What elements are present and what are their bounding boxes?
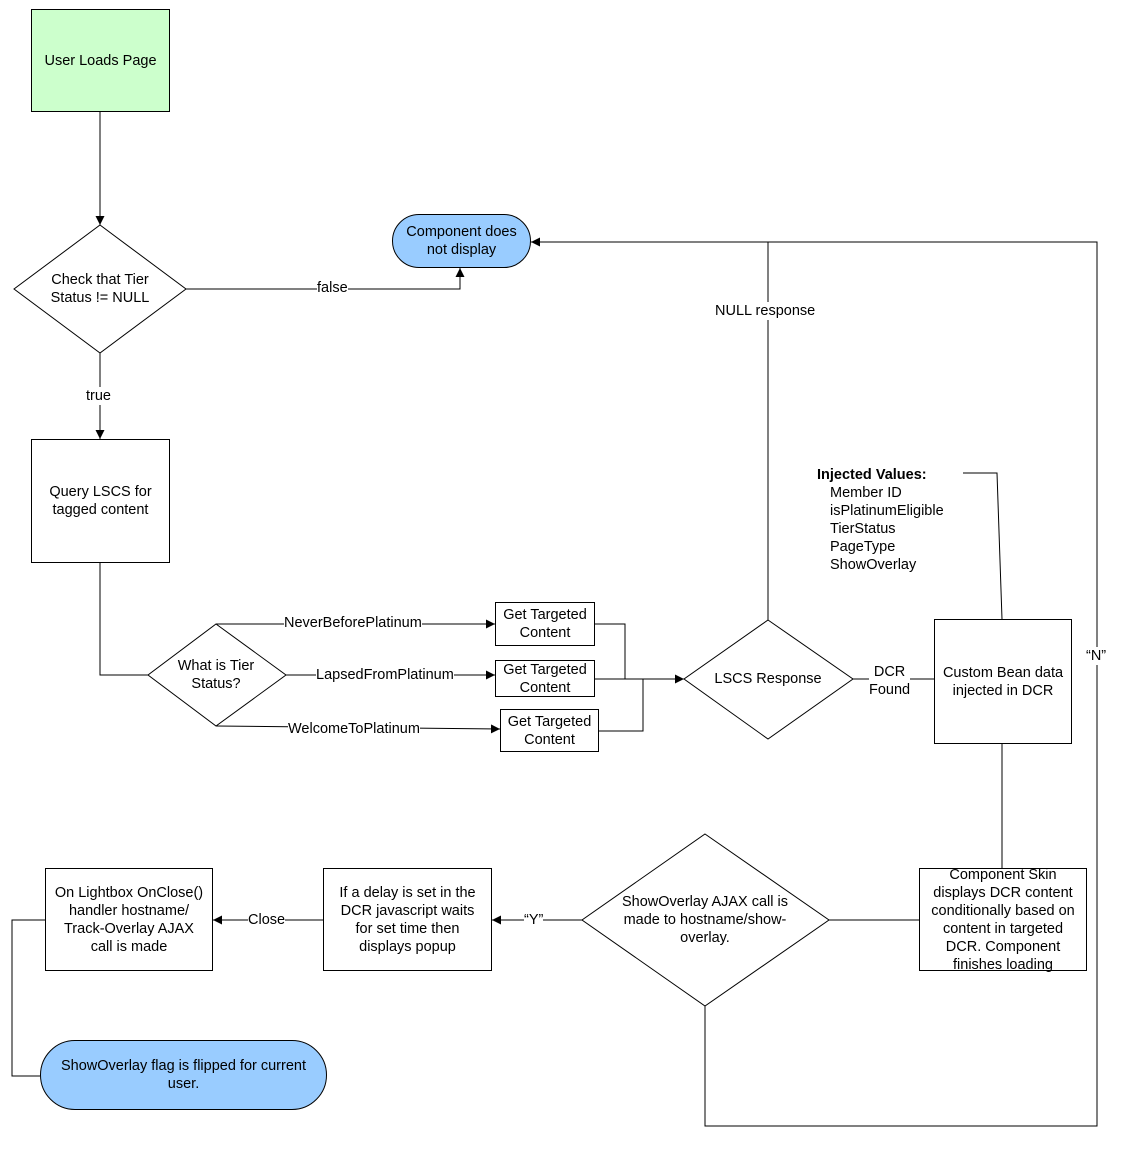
user-loads-page-label: User Loads Page — [44, 52, 157, 69]
edge-null-response — [531, 237, 769, 620]
query-lscs-label: Query LSCS for tagged content — [49, 484, 152, 518]
query-lscs-box: Query LSCS for tagged content — [31, 439, 170, 563]
edge-label-false: false — [317, 279, 348, 297]
what-is-tier-label: What is Tier Status? — [177, 658, 255, 692]
edge-label-never-before: NeverBeforePlatinum — [284, 614, 422, 632]
component-not-display-terminal: Component does not display — [392, 214, 531, 268]
injected-values-title: Injected Values: — [817, 467, 927, 483]
edge-gt1-join — [595, 623, 626, 679]
edge-label-true: true — [86, 387, 111, 405]
edge-false — [186, 268, 465, 290]
delay-popup-box: If a delay is set in the DCR javascript … — [323, 868, 492, 971]
get-targeted-content-box-1: Get Targeted Content — [495, 602, 595, 646]
injected-value-item: isPlatinumEligible — [830, 503, 944, 519]
edge-gt3-join — [599, 679, 644, 732]
show-overlay-call-node: ShowOverlay AJAX call is made to hostnam… — [612, 892, 798, 948]
edge-query-tier — [99, 563, 148, 676]
edge-label-lapsed-from: LapsedFromPlatinum — [316, 666, 454, 684]
edge-label-null-response: NULL response — [715, 302, 816, 320]
component-not-display-label: Component does not display — [406, 224, 517, 258]
edge-lightbox-flag — [11, 919, 45, 1077]
injected-value-item: TierStatus — [830, 521, 896, 537]
edge-label-dcr-found: DCR Found — [869, 663, 911, 699]
flag-flipped-label: ShowOverlay flag is flipped for current … — [61, 1058, 306, 1092]
injected-value-item: PageType — [830, 539, 896, 555]
injected-value-item: ShowOverlay — [830, 557, 917, 573]
get-targeted-content-label-2: Get Targeted Content — [503, 661, 587, 696]
lscs-response-label: LSCS Response — [714, 671, 822, 687]
lscs-response-node: LSCS Response — [700, 668, 836, 690]
check-tier-label: Check that Tier Status != NULL — [50, 272, 150, 306]
user-loads-page-box: User Loads Page — [31, 9, 170, 112]
what-is-tier-node: What is Tier Status? — [160, 656, 272, 694]
injected-value-item: Member ID — [830, 485, 902, 501]
component-skin-label: Component Skin displays DCR content cond… — [931, 866, 1075, 973]
lightbox-close-label: On Lightbox OnClose() handler hostname/ … — [54, 884, 204, 955]
injected-values-note: Injected Values: Member ID isPlatinumEli… — [817, 466, 944, 574]
component-skin-box: Component Skin displays DCR content cond… — [919, 866, 1087, 973]
get-targeted-content-box-2: Get Targeted Content — [495, 660, 595, 697]
edge-label-close: Close — [248, 911, 286, 929]
get-targeted-content-label-3: Get Targeted Content — [507, 713, 592, 748]
custom-bean-box: Custom Bean data injected in DCR — [934, 619, 1072, 744]
show-overlay-call-label: ShowOverlay AJAX call is made to hostnam… — [621, 894, 788, 946]
delay-popup-label: If a delay is set in the DCR javascript … — [339, 884, 476, 955]
injected-values-leader — [963, 472, 1003, 620]
check-tier-node: Check that Tier Status != NULL — [30, 260, 170, 318]
lightbox-close-box: On Lightbox OnClose() handler hostname/ … — [45, 868, 213, 971]
edge-label-welcome-to: WelcomeToPlatinum — [288, 720, 420, 738]
lscs-response-diamond — [683, 619, 854, 740]
get-targeted-content-label-1: Get Targeted Content — [503, 607, 587, 641]
custom-bean-label: Custom Bean data injected in DCR — [942, 664, 1064, 699]
get-targeted-content-box-3: Get Targeted Content — [500, 709, 599, 752]
edge-label-y: “Y” — [524, 911, 544, 929]
edge-label-n: “N” — [1086, 647, 1107, 665]
edge-n-loop — [531, 241, 1098, 1127]
flag-flipped-terminal: ShowOverlay flag is flipped for current … — [40, 1040, 327, 1110]
